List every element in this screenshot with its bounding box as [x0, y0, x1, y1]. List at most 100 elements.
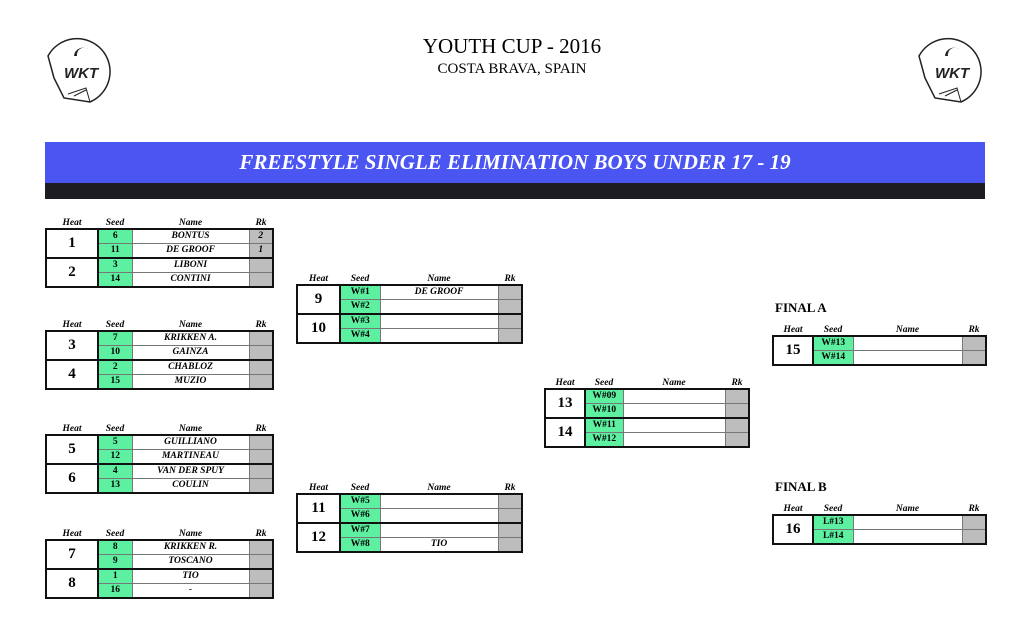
athlete-name: LIBONI [131, 257, 250, 273]
athlete-name [379, 522, 499, 538]
athlete-name: DE GROOF [379, 284, 499, 300]
seed-cell: 14 [97, 272, 133, 288]
athlete-name: MARTINEAU [131, 449, 250, 465]
seed-cell: W#12 [584, 432, 624, 448]
seed-cell: 9 [97, 554, 133, 570]
seed-cell: W#14 [812, 350, 854, 366]
rank-cell [961, 514, 987, 530]
rank-cell [961, 529, 987, 545]
seed-cell: W#1 [339, 284, 381, 300]
athlete-name [852, 529, 963, 545]
athlete-name: GUILLIANO [131, 434, 250, 450]
event-banner: FREESTYLE SINGLE ELIMINATION BOYS UNDER … [45, 142, 985, 183]
athlete-name [622, 403, 726, 419]
column-header-name: Name [427, 482, 451, 493]
column-header-seed: Seed [105, 319, 125, 330]
column-header-heat: Heat [309, 482, 328, 493]
column-header-name: Name [178, 528, 203, 539]
rank-cell [248, 478, 274, 494]
heat-number: 5 [45, 434, 99, 465]
table-row: W#12 [545, 432, 750, 448]
athlete-name [852, 514, 963, 530]
column-header-heat: Heat [62, 217, 82, 228]
column-header-heat: Heat [62, 528, 82, 539]
rank-cell [248, 449, 274, 465]
seed-cell: L#13 [812, 514, 854, 530]
column-header-seed: Seed [594, 377, 614, 388]
seed-cell: 16 [97, 583, 133, 599]
column-header-seed: Seed [823, 503, 843, 514]
rank-cell [248, 359, 274, 375]
seed-cell: 3 [97, 257, 133, 273]
heat-number: 11 [296, 493, 341, 524]
banner-divider [45, 183, 985, 199]
column-header-rk: Rk [504, 482, 516, 493]
athlete-name [852, 350, 963, 366]
rank-cell [248, 257, 274, 273]
heat-number: 10 [296, 313, 341, 344]
rank-cell [248, 583, 274, 599]
seed-cell: W#2 [339, 299, 381, 315]
column-header-rk: Rk [968, 503, 980, 514]
column-header-rk: Rk [504, 273, 516, 284]
table-row: W#2 [297, 299, 523, 315]
heat-number: 6 [45, 463, 99, 494]
seed-cell: W#4 [339, 328, 381, 344]
rank-cell [497, 522, 523, 538]
rank-cell [497, 508, 523, 524]
athlete-name: CONTINI [131, 272, 250, 288]
seed-cell: W#13 [812, 335, 854, 351]
rank-cell [497, 328, 523, 344]
column-header-heat: Heat [309, 273, 328, 284]
seed-cell: W#5 [339, 493, 381, 509]
athlete-name: VAN DER SPUY [131, 463, 250, 479]
seed-cell: 2 [97, 359, 133, 375]
athlete-name [852, 335, 963, 351]
rank-cell [497, 299, 523, 315]
column-header-heat: Heat [783, 324, 803, 335]
athlete-name [379, 328, 499, 344]
heat-number: 3 [45, 330, 99, 361]
wkt-logo-icon: WKT [47, 37, 111, 103]
column-header-rk: Rk [255, 217, 267, 228]
athlete-name: BONTUS [131, 228, 250, 244]
heat-number: 16 [772, 514, 814, 545]
column-header-name: Name [895, 324, 920, 335]
seed-cell: W#3 [339, 313, 381, 329]
seed-cell: 4 [97, 463, 133, 479]
heat-number: 12 [296, 522, 341, 553]
seed-cell: W#10 [584, 403, 624, 419]
athlete-name: KRIKKEN R. [131, 539, 250, 555]
column-header-rk: Rk [255, 319, 267, 330]
rank-cell [248, 568, 274, 584]
seed-cell: 12 [97, 449, 133, 465]
column-header-name: Name [895, 503, 920, 514]
